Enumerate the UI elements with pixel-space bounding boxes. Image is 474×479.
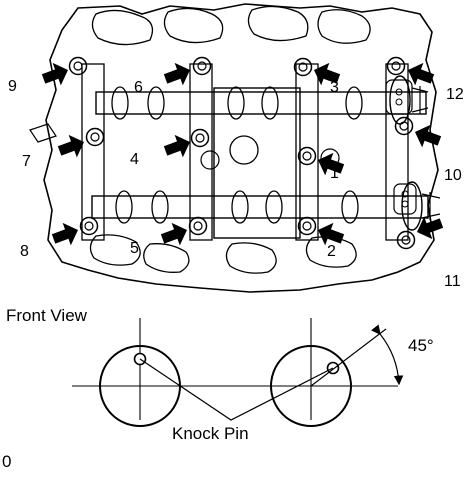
angle-arc	[371, 324, 404, 386]
bolt-12	[386, 56, 406, 76]
angle-label: 45°	[408, 336, 434, 355]
arrow-to-bolt-1	[318, 152, 345, 176]
bolt-7	[85, 127, 105, 147]
arrow-to-bolt-9	[41, 62, 68, 86]
bolt-heads	[68, 56, 416, 250]
bolt-1	[297, 146, 317, 166]
bolt-2	[297, 216, 317, 236]
cylinder-head-illustration	[29, 3, 441, 293]
bolt-9	[68, 56, 88, 76]
corner-mark: 0	[2, 452, 11, 471]
bolt-label-5: 5	[130, 240, 139, 257]
front-view-title: Front View	[6, 306, 88, 325]
bolt-11	[396, 230, 416, 250]
arrow-to-bolt-10	[415, 124, 442, 148]
knock-pin-leader-lines	[139, 358, 334, 421]
bolt-8	[79, 216, 99, 236]
indicator-arrows	[41, 62, 444, 246]
bolt-label-4: 4	[130, 151, 139, 168]
arrow-to-bolt-2	[318, 222, 345, 246]
bolt-label-2: 2	[327, 243, 336, 260]
bolt-6	[192, 56, 212, 76]
arrow-to-bolt-7	[57, 134, 84, 158]
bolt-5	[188, 216, 208, 236]
arrow-to-bolt-12	[408, 62, 435, 86]
bolt-label-7: 7	[22, 153, 31, 170]
bolt-4	[190, 128, 210, 148]
right-camshaft-circle	[270, 345, 352, 427]
bolt-label-11: 11	[444, 273, 461, 290]
arrow-to-bolt-11	[417, 216, 444, 240]
bolt-label-6: 6	[134, 79, 143, 96]
arrow-to-bolt-3	[314, 62, 341, 86]
bolt-label-3: 3	[330, 79, 339, 96]
bolt-label-1: 1	[330, 165, 339, 182]
knock-pin-label: Knock Pin	[172, 424, 249, 443]
diagonal-reference-line	[310, 328, 387, 387]
bolt-label-9: 9	[8, 78, 17, 95]
arrow-to-bolt-6	[163, 62, 190, 86]
arrow-to-bolt-4	[163, 134, 190, 158]
arrow-to-bolt-5	[160, 222, 187, 246]
bolt-10	[394, 116, 414, 136]
bolt-label-12: 12	[446, 86, 464, 103]
bolt-label-10: 10	[444, 167, 462, 184]
bolt-3	[293, 57, 313, 77]
bolt-number-labels: 1 2 3 4 5 6 7 8 9 10 11 12	[8, 78, 464, 290]
bolt-label-8: 8	[20, 243, 29, 260]
front-view-schematic: Front View 45° Knock Pin 0	[2, 306, 434, 471]
arrow-to-bolt-8	[51, 222, 78, 246]
